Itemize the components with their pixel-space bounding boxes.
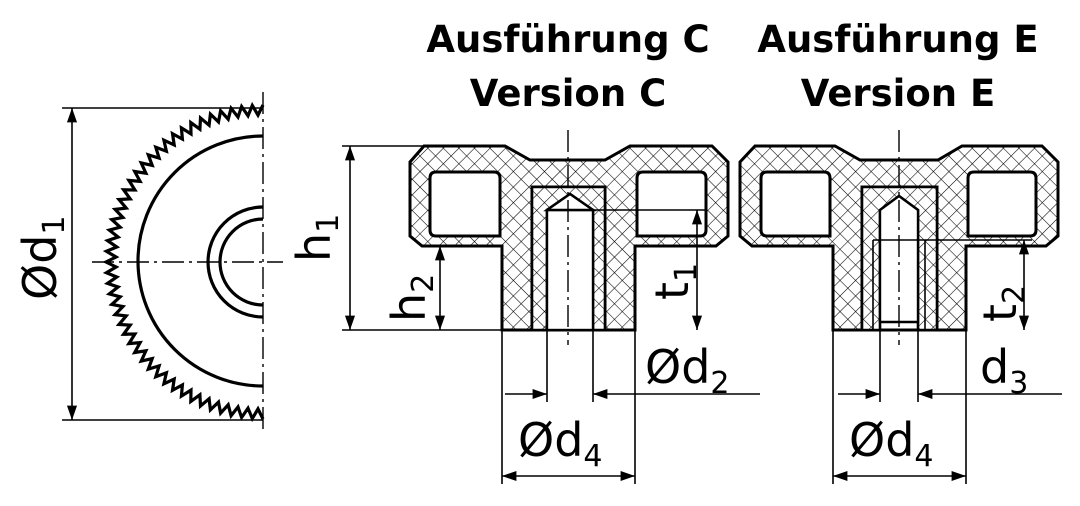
title-version-c-de: Ausführung C (426, 18, 709, 61)
section-version-c: h1 h2 t1 Ød2 Ød4 (287, 130, 760, 484)
d4c-label: Ød4 (518, 413, 603, 474)
title-version-e-de: Ausführung E (757, 18, 1038, 61)
hub-inner-circle (218, 217, 264, 307)
d4e-label: Ød4 (849, 413, 934, 474)
h1-label: h1 (287, 214, 346, 262)
title-version-c-en: Version C (470, 72, 666, 115)
d2-label: Ød2 (645, 340, 730, 401)
h2-label: h2 (382, 274, 441, 322)
t1-label: t1 (645, 263, 704, 300)
section-e-thread (878, 194, 920, 324)
section-version-e: t2 d3 Ød4 (738, 130, 1062, 484)
inner-rim-circle (136, 134, 264, 388)
section-c-pin (545, 208, 595, 332)
d1-label: Ød1 (13, 215, 72, 300)
title-version-e-en: Version E (801, 72, 996, 115)
section-c-pin-tip (543, 192, 597, 212)
section-c-body (408, 144, 730, 332)
d3-label: d3 (980, 340, 1028, 401)
front-view: Ød1 (13, 92, 283, 432)
t2-label: t2 (973, 285, 1032, 322)
